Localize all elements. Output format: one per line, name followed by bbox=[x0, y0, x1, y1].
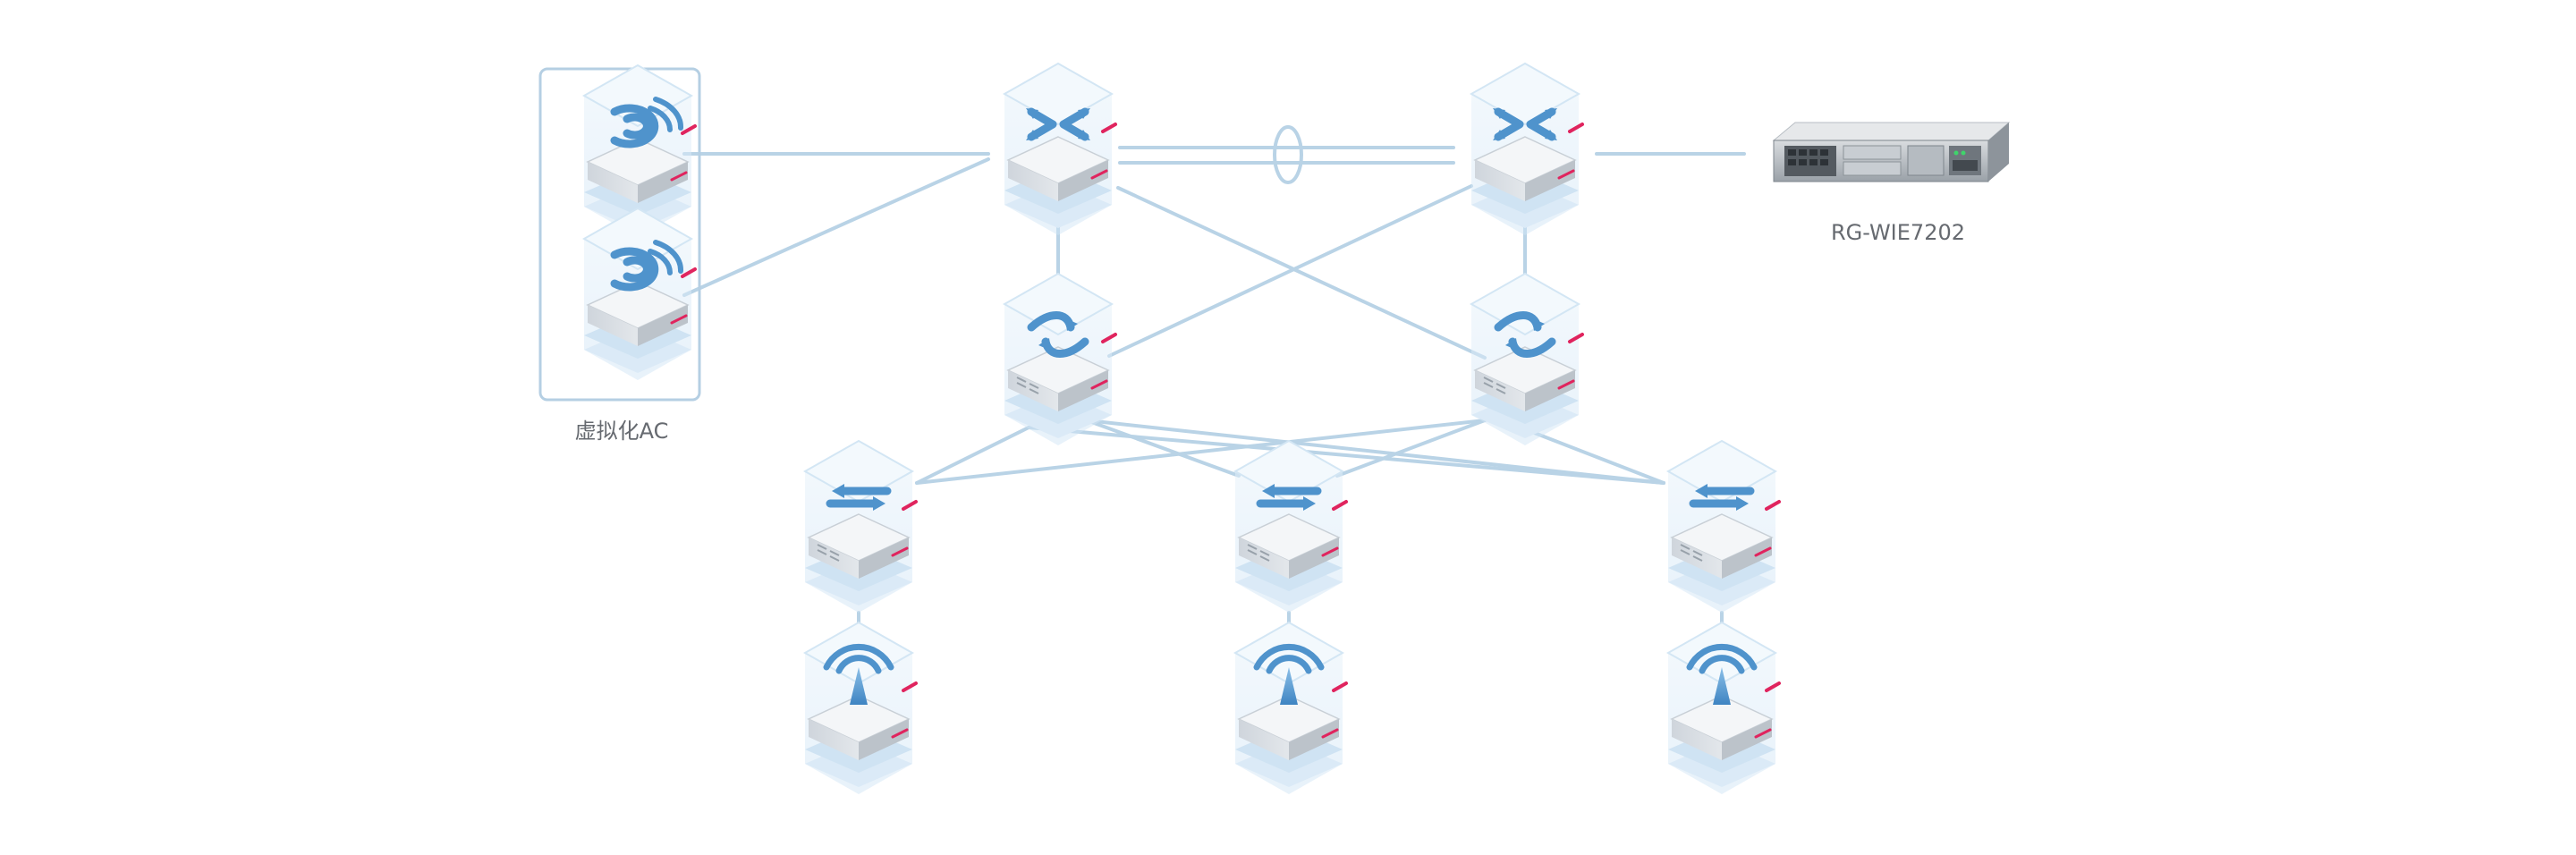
controller-waves-icon bbox=[610, 104, 659, 148]
link-line bbox=[1335, 419, 1487, 478]
accent-strip bbox=[1332, 500, 1348, 511]
link-line bbox=[1085, 419, 1665, 485]
wifi-waves-icon bbox=[1686, 644, 1758, 674]
accent-strip bbox=[670, 314, 688, 325]
accent-strip bbox=[1754, 728, 1772, 739]
device-side-right bbox=[1289, 719, 1339, 760]
accent-strip bbox=[681, 267, 697, 278]
link-line bbox=[682, 157, 990, 297]
port-marks bbox=[1680, 544, 1703, 562]
device-side-left bbox=[1239, 719, 1289, 760]
arrowhead-icon bbox=[1026, 108, 1090, 140]
device-side-right bbox=[1722, 538, 1772, 579]
wifi-waves-icon bbox=[823, 644, 894, 674]
accent-strip bbox=[891, 728, 909, 739]
arrowhead-icon bbox=[1038, 318, 1078, 351]
device-side-left bbox=[809, 719, 859, 760]
accent-strip bbox=[1321, 546, 1339, 557]
accent-strip bbox=[1765, 500, 1781, 511]
accent-strip bbox=[1332, 681, 1348, 692]
device-side-left bbox=[1672, 719, 1722, 760]
link-line bbox=[1107, 184, 1473, 358]
server-rg-wie7202[interactable] bbox=[1772, 122, 2011, 182]
aggregation-switch-right[interactable] bbox=[1469, 272, 1584, 445]
access-switch-1[interactable] bbox=[802, 439, 918, 613]
device-side-right bbox=[638, 162, 688, 203]
virtual-ac-label: 虚拟化AC bbox=[574, 419, 669, 444]
device-side-right bbox=[1525, 160, 1575, 201]
accent-strip bbox=[1557, 379, 1575, 390]
accent-strip bbox=[1101, 333, 1117, 343]
link-aggregation-ellipse bbox=[1273, 125, 1303, 184]
bidirectional-arrows-icon bbox=[826, 487, 892, 508]
antenna-icon bbox=[850, 667, 868, 705]
link-line bbox=[1519, 426, 1665, 485]
access-switch-2[interactable] bbox=[1233, 439, 1348, 613]
access-point-2[interactable] bbox=[1233, 621, 1348, 794]
link-line bbox=[1116, 186, 1487, 360]
wifi-waves-icon bbox=[1253, 644, 1325, 674]
device-side-right bbox=[1722, 719, 1772, 760]
accent-strip bbox=[1754, 546, 1772, 557]
access-point-3[interactable] bbox=[1665, 621, 1781, 794]
accent-strip bbox=[670, 171, 688, 182]
accent-strip bbox=[902, 681, 918, 692]
core-switch-right[interactable] bbox=[1469, 62, 1584, 235]
device-side-left bbox=[588, 305, 638, 346]
device-side-left bbox=[588, 162, 638, 203]
device-side-left bbox=[1475, 160, 1525, 201]
virtual-ac-1[interactable] bbox=[581, 63, 697, 237]
accent-strip bbox=[891, 546, 909, 557]
controller-waves-icon bbox=[610, 247, 659, 292]
devices-layer bbox=[581, 62, 1781, 794]
virtual-ac-frame bbox=[538, 67, 701, 402]
accent-strip bbox=[1568, 333, 1584, 343]
antenna-icon bbox=[1713, 667, 1731, 705]
link-line bbox=[915, 426, 1030, 485]
access-point-1[interactable] bbox=[802, 621, 918, 794]
device-side-right bbox=[1058, 370, 1108, 411]
arrowhead-icon bbox=[1505, 318, 1545, 351]
aggregation-switch-left[interactable] bbox=[1002, 272, 1117, 445]
accent-strip bbox=[1090, 169, 1108, 180]
device-side-right bbox=[1525, 370, 1575, 411]
device-side-right bbox=[1058, 160, 1108, 201]
core-switch-left[interactable] bbox=[1002, 62, 1117, 235]
accent-strip bbox=[1321, 728, 1339, 739]
link-line bbox=[915, 419, 1487, 485]
bidirectional-arrows-icon bbox=[1689, 487, 1755, 508]
device-glow-top bbox=[1002, 272, 1114, 336]
port-marks bbox=[1483, 377, 1506, 394]
accent-strip bbox=[1557, 169, 1575, 180]
accent-strip bbox=[1090, 379, 1108, 390]
antenna-icon bbox=[1280, 667, 1298, 705]
port-marks bbox=[1247, 544, 1270, 562]
wifi-waves-icon bbox=[648, 97, 683, 132]
device-side-left bbox=[1008, 160, 1058, 201]
server-model-label: RG-WIE7202 bbox=[1830, 220, 1966, 245]
device-glow-top bbox=[1469, 272, 1581, 336]
accent-strip bbox=[1765, 681, 1781, 692]
switch-arrows-icon bbox=[1027, 107, 1089, 141]
accent-strip bbox=[1568, 123, 1584, 133]
port-marks bbox=[817, 544, 840, 562]
access-switch-3[interactable] bbox=[1665, 439, 1781, 613]
accent-strip bbox=[681, 124, 697, 135]
bidirectional-arrows-icon bbox=[1256, 487, 1322, 508]
device-side-right bbox=[859, 538, 909, 579]
port-marks bbox=[1016, 377, 1039, 394]
link-line bbox=[1085, 419, 1241, 478]
switch-arrows-icon bbox=[1494, 107, 1556, 141]
virtual-ac-2[interactable] bbox=[581, 207, 697, 380]
arrowhead-icon bbox=[1493, 108, 1557, 140]
accent-strip bbox=[902, 500, 918, 511]
device-side-right bbox=[1289, 538, 1339, 579]
device-side-right bbox=[638, 305, 688, 346]
device-side-right bbox=[859, 719, 909, 760]
wifi-waves-icon bbox=[648, 240, 683, 275]
accent-strip bbox=[1101, 123, 1117, 133]
